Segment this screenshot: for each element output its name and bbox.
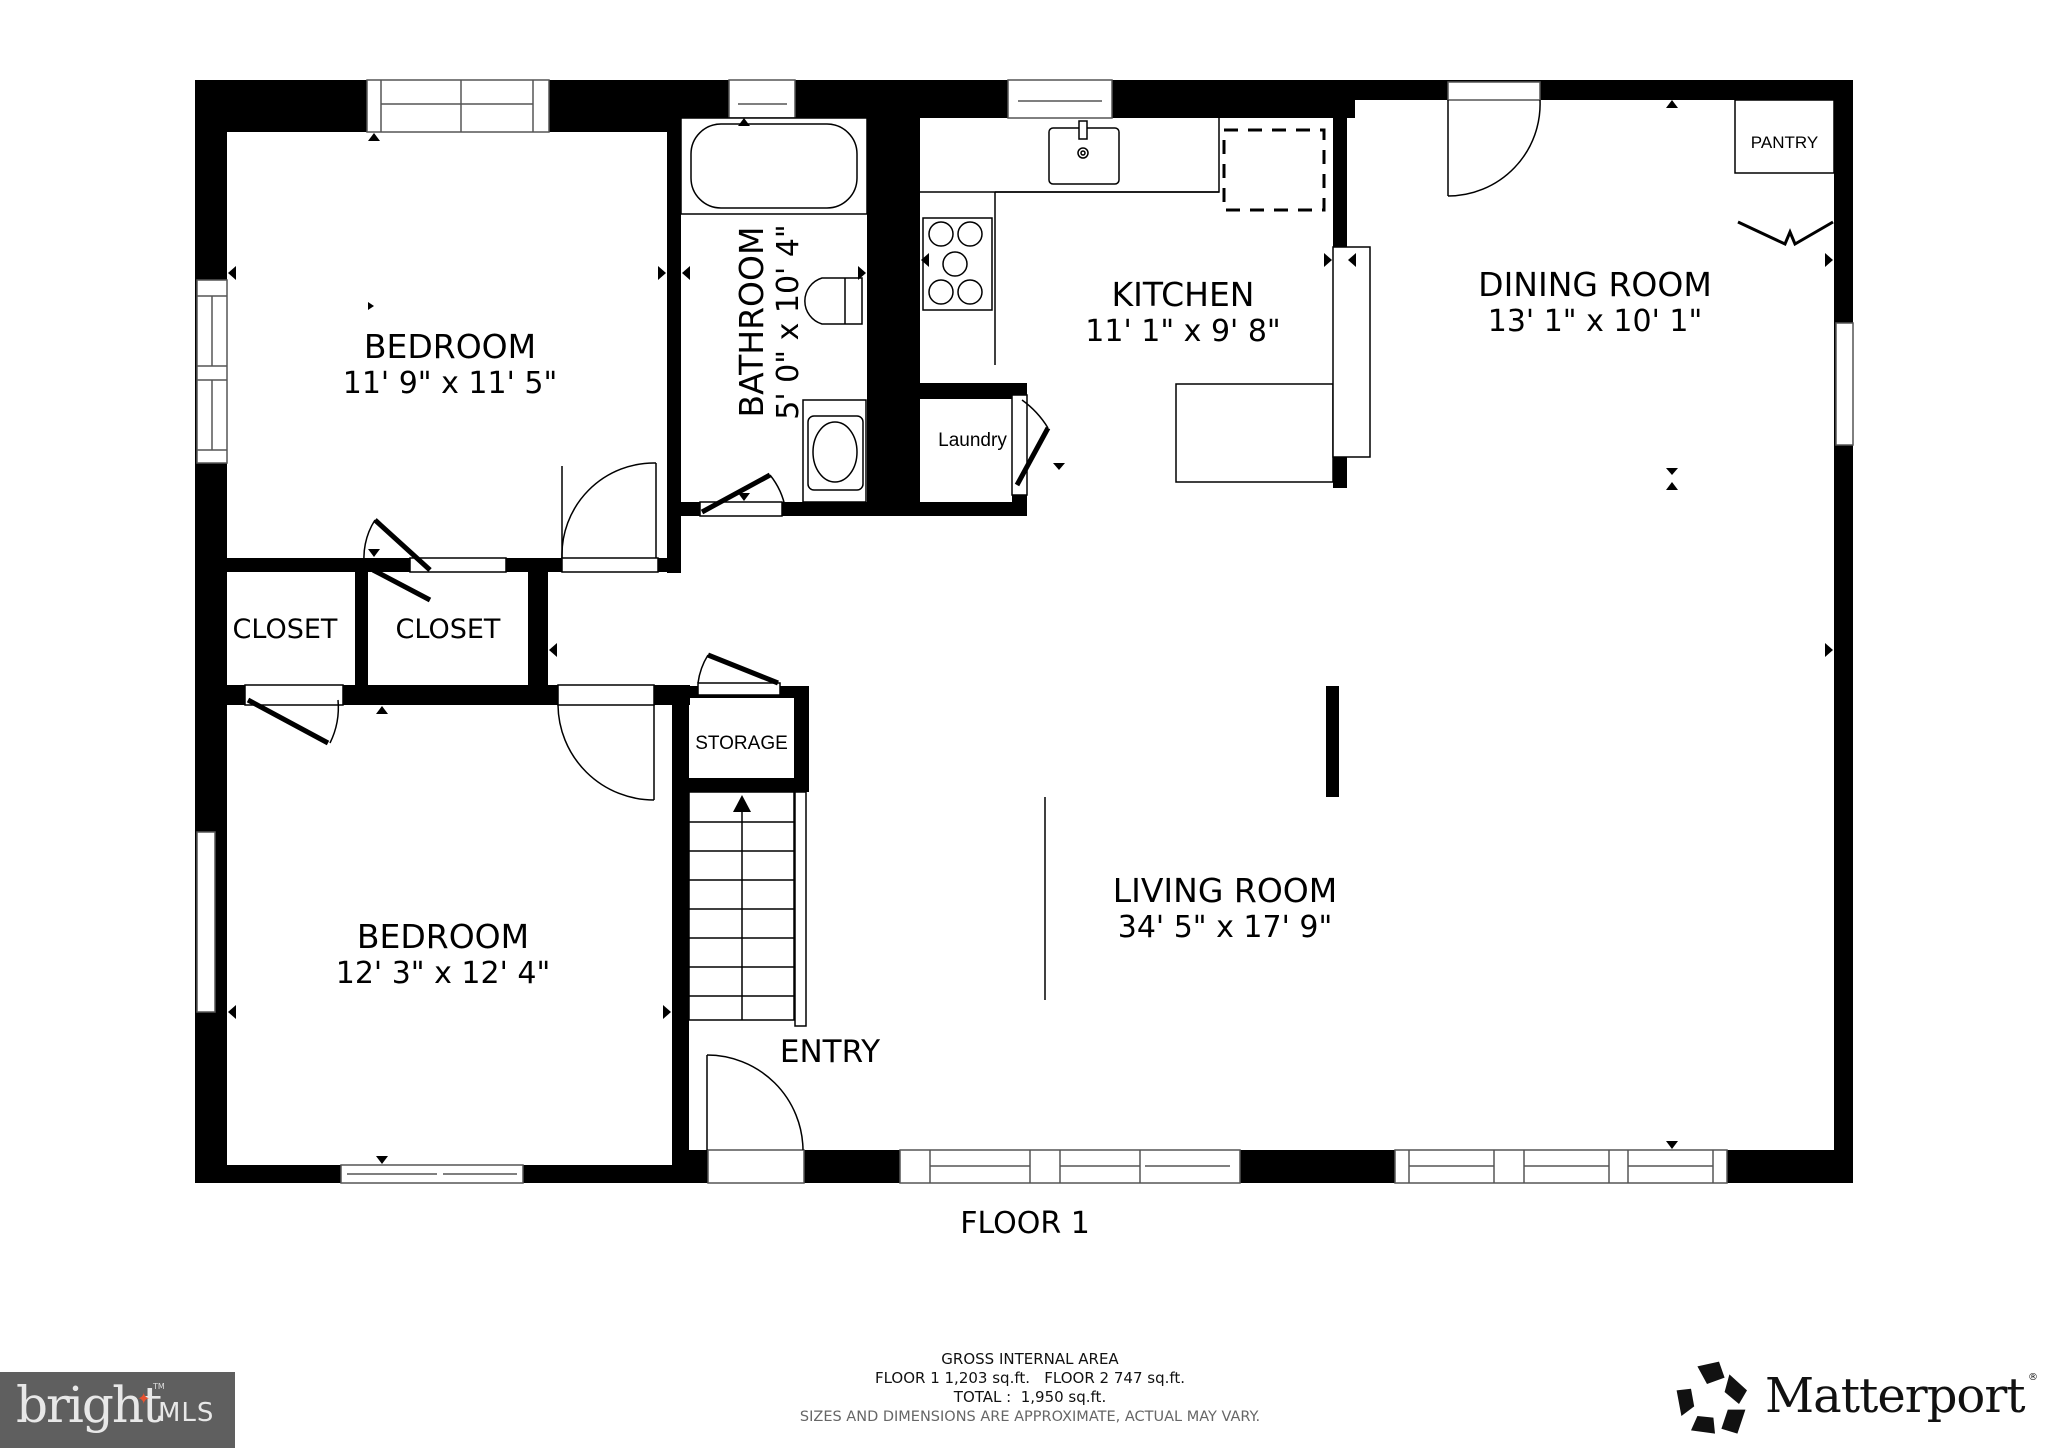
- window-dining-right: [1835, 322, 1854, 446]
- room-dimensions: 12' 3" x 12' 4": [335, 956, 551, 991]
- room-dimensions: 34' 5" x 17' 9": [1117, 910, 1333, 945]
- stairs: [688, 791, 807, 1027]
- doors: [244, 99, 1834, 1151]
- bath-sink: [812, 421, 858, 483]
- room-dimensions: 11' 9" x 11' 5": [342, 366, 558, 401]
- room-dimensions: 13' 1" x 10' 1": [1487, 304, 1703, 339]
- wall-laundry-top: [920, 383, 1027, 399]
- window-bath-top: [728, 79, 796, 119]
- room-closet-1: CLOSET: [232, 614, 338, 645]
- wall-kitchen-dining: [1333, 100, 1347, 247]
- fixtures: [680, 99, 1835, 1027]
- dishwasher-dashed: [1222, 128, 1326, 212]
- matterport-logo: Matterport ®: [1670, 1350, 2048, 1448]
- bathtub: [690, 123, 858, 209]
- room-laundry: Laundry: [938, 430, 1007, 451]
- room-name: KITCHEN: [1111, 275, 1255, 314]
- bright-mls-logo: bright ✦ TM MLS: [0, 1372, 235, 1448]
- room-bedroom-1: BEDROOM 11' 9" x 11' 5": [300, 328, 600, 402]
- window-kitchen-top: [1007, 79, 1113, 119]
- room-pantry: PANTRY: [1750, 133, 1819, 152]
- room-kitchen: KITCHEN 11' 1" x 9' 8": [1033, 276, 1333, 350]
- room-storage: STORAGE: [695, 733, 788, 754]
- bright-tm: TM: [153, 1382, 165, 1391]
- matterport-wordmark: Matterport: [1765, 1368, 2026, 1424]
- room-name: DINING ROOM: [1478, 265, 1712, 304]
- kitchen-island: [1175, 383, 1334, 483]
- bright-wordmark: bright: [16, 1376, 162, 1434]
- toilet: [804, 277, 863, 325]
- room-name: BATHROOM: [732, 226, 771, 418]
- wall-kitchen-dining-lower: [1333, 457, 1347, 488]
- window-bed1-top: [366, 79, 550, 133]
- windows: [196, 79, 1854, 1184]
- wall-right: [1834, 80, 1853, 1183]
- wall-bed1-right: [667, 118, 681, 573]
- matterport-pentagon-icon: [1676, 1361, 1747, 1434]
- sink-cabinet: [802, 399, 867, 503]
- fridge-counter: [1332, 246, 1371, 458]
- room-name: LIVING ROOM: [1112, 871, 1338, 910]
- area-summary: GROSS INTERNAL AREA FLOOR 1 1,203 sq.ft.…: [750, 1350, 1310, 1427]
- wall-storage-right: [794, 686, 809, 792]
- bright-star-icon: ✦: [137, 1389, 151, 1408]
- stove: [922, 217, 993, 311]
- room-closet-2: CLOSET: [395, 614, 501, 645]
- area-floors: FLOOR 1 1,203 sq.ft. FLOOR 2 747 sq.ft.: [874, 1369, 1186, 1387]
- pantry-box: [1734, 99, 1835, 174]
- wall-bed2-right: [672, 687, 689, 1183]
- room-name: BEDROOM: [356, 917, 530, 956]
- bright-mls-text: MLS: [158, 1398, 215, 1428]
- wall-top-right: [1347, 80, 1853, 100]
- pantry-bifold: [1737, 220, 1834, 247]
- wall-storage-bottom: [689, 778, 809, 792]
- door-opening-dining-top: [1447, 81, 1541, 101]
- bathtub-frame: [680, 117, 868, 215]
- room-dimensions: 11' 1" x 9' 8": [1085, 314, 1281, 349]
- room-name: BEDROOM: [363, 327, 537, 366]
- area-total: TOTAL : 1,950 sq.ft.: [953, 1388, 1107, 1406]
- door-bed1-closet-leaf: [371, 567, 432, 603]
- floor-title: FLOOR 1: [960, 1206, 1090, 1241]
- window-bed2-left: [196, 831, 216, 1013]
- room-bedroom-2: BEDROOM 12' 3" x 12' 4": [293, 918, 593, 992]
- area-heading: GROSS INTERNAL AREA: [941, 1350, 1119, 1368]
- area-disclaimer: SIZES AND DIMENSIONS ARE APPROXIMATE, AC…: [799, 1409, 1261, 1425]
- wall-closet-right: [528, 572, 548, 705]
- room-dining-room: DINING ROOM 13' 1" x 10' 1": [1445, 266, 1745, 340]
- wall-closet-divider: [355, 572, 368, 687]
- wall-bath-right: [867, 118, 920, 515]
- stair-arrow: [733, 795, 751, 812]
- room-living-room: LIVING ROOM 34' 5" x 17' 9": [1075, 872, 1375, 946]
- door-opening-entry: [707, 1149, 805, 1184]
- dimension-markers: [228, 100, 1833, 1164]
- room-dimensions: 5' 0" x 10' 4": [771, 224, 806, 420]
- matterport-registered: ®: [2028, 1372, 2038, 1383]
- room-entry: ENTRY: [779, 1034, 881, 1070]
- wall-living-partition: [1326, 686, 1339, 797]
